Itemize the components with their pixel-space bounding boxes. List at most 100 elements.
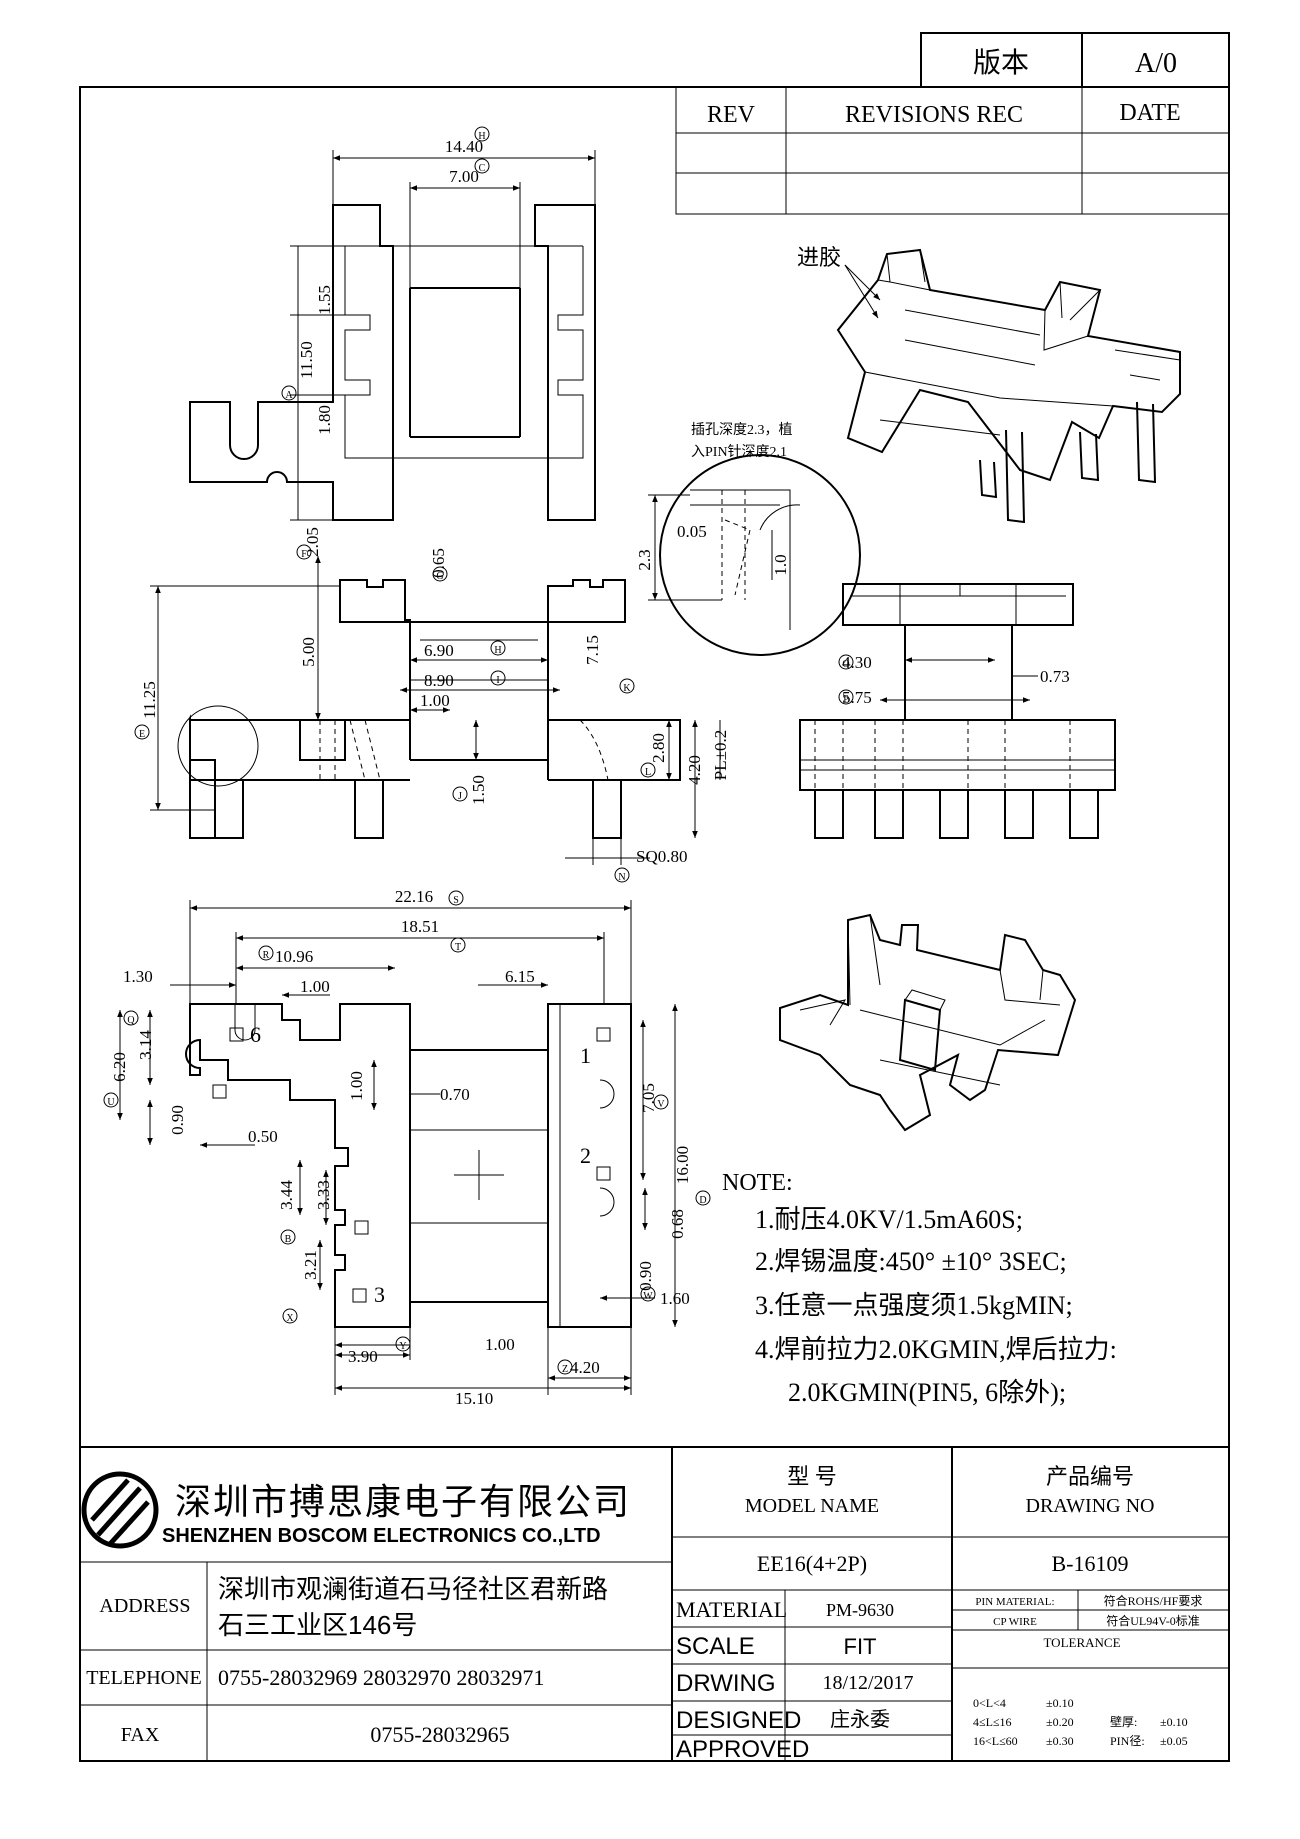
dim-0-70: 0.70 [440, 1085, 470, 1104]
marker-o: O [842, 659, 849, 670]
dim-4-30: 4.30 [842, 653, 872, 672]
marker-l: L [645, 767, 651, 778]
marker-y: Y [399, 1341, 406, 1352]
marker-z: Z [562, 1364, 568, 1375]
note-1: 1.耐压4.0KV/1.5mA60S; [755, 1205, 1023, 1234]
marker-s: S [453, 895, 459, 906]
material-label: MATERIAL [676, 1597, 787, 1622]
drwing-label: DRWING [676, 1670, 776, 1697]
tol-value-2: ±0.20 [1046, 1715, 1074, 1729]
rev-header: REV [707, 102, 756, 128]
isometric-view-bottom [779, 913, 1077, 1132]
pin-material-value: 符合ROHS/HF要求 [1104, 1593, 1203, 1608]
pin-material-label: PIN MATERIAL: [975, 1596, 1054, 1608]
notes: NOTE: 1.耐压4.0KV/1.5mA60S; 2.焊锡温度:450° ±1… [722, 1170, 1117, 1407]
drawing-no-value: B-16109 [1052, 1551, 1129, 1576]
pin-1-label: 1 [580, 1043, 591, 1068]
dim-0-68: 0.68 [668, 1209, 687, 1239]
marker-b: B [285, 1234, 292, 1245]
pin-dia-label: PIN径: [1110, 1734, 1145, 1748]
marker-u: U [107, 1097, 115, 1108]
dim-4-20-front: 4.20 [685, 755, 704, 785]
approved-label: APPROVED [676, 1736, 809, 1763]
telephone-label: TELEPHONE [86, 1667, 202, 1689]
detail-view: 插孔深度2.3，植 入PIN针深度2.1 2.3 0.05 1.0 [635, 422, 861, 656]
revisions-rec-header: REVISIONS REC [845, 102, 1023, 128]
marker-i: I [496, 675, 499, 686]
dim-4-20-bottom: 4.20 [570, 1358, 600, 1377]
dim-3-33: 3.33 [314, 1180, 333, 1210]
notes-title: NOTE: [722, 1170, 793, 1196]
tol-range-1: 0<L<4 [973, 1696, 1006, 1710]
marker-n: N [618, 872, 625, 883]
top-view: 14.40 H 7.00 C 1.55 11.50 1.80 A [189, 126, 596, 521]
version-value: A/0 [1135, 48, 1177, 79]
wall-label: 壁厚: [1110, 1714, 1137, 1729]
side-view: 4.30 O 0.73 5.75 P [799, 583, 1116, 839]
material-value: PM-9630 [826, 1600, 894, 1620]
dim-6-90: 6.90 [424, 641, 454, 660]
dim-0-90-right: 0.90 [636, 1261, 655, 1291]
dim-3-21: 3.21 [301, 1250, 320, 1280]
model-label-en: MODEL NAME [745, 1495, 879, 1517]
company-name-en: SHENZHEN BOSCOM ELECTRONICS CO.,LTD [162, 1525, 601, 1547]
detail-note-1: 插孔深度2.3，植 [691, 422, 793, 438]
dim-10-96: 10.96 [275, 947, 313, 966]
dim-0-05: 0.05 [677, 522, 707, 541]
dim-7-00: 7.00 [449, 167, 479, 186]
dim-7-05: 7.05 [639, 1083, 658, 1113]
dim-1-00-bottom: 1.00 [485, 1335, 515, 1354]
dim-0-73: 0.73 [1040, 667, 1070, 686]
dim-1-50: 1.50 [469, 775, 488, 805]
dim-sq-0-80: SQ0.80 [636, 847, 687, 866]
tol-value-3: ±0.30 [1046, 1734, 1074, 1748]
tol-value-1: ±0.10 [1046, 1696, 1074, 1710]
version-label: 版本 [973, 47, 1029, 79]
tol-range-3: 16<L≤60 [973, 1734, 1018, 1748]
drawing-no-label-cn: 产品编号 [1046, 1464, 1134, 1489]
marker-f: F [301, 549, 307, 560]
front-view: 11.25 E 5.00 2.05 F 0.65 G 6.90 H 8.90 I… [134, 527, 730, 883]
dim-3-90: 3.90 [348, 1347, 378, 1366]
dim-1-00-top: 1.00 [300, 977, 330, 996]
marker-v: V [657, 1099, 665, 1110]
scale-value: FIT [844, 1634, 877, 1659]
gate-label: 进胶 [797, 245, 841, 270]
dim-11-50: 11.50 [297, 341, 316, 379]
cp-wire-label: CP WIRE [993, 1616, 1037, 1628]
marker-e: E [139, 729, 145, 740]
dim-2-3: 2.3 [635, 549, 654, 570]
dim-6-15: 6.15 [505, 967, 535, 986]
marker-h-front: H [494, 645, 501, 656]
marker-c-top: C [479, 163, 486, 174]
designed-label: DESIGNED [676, 1707, 801, 1734]
tol-range-2: 4≤L≤16 [973, 1715, 1012, 1729]
marker-h-top: H [478, 131, 485, 142]
dim-3-14: 3.14 [136, 1030, 155, 1060]
note-3: 3.任意一点强度须1.5kgMIN; [755, 1291, 1073, 1320]
dim-1-55: 1.55 [315, 285, 334, 315]
designed-value: 庄永委 [830, 1708, 890, 1731]
dim-0-50: 0.50 [248, 1127, 278, 1146]
dim-7-15: 7.15 [583, 635, 602, 665]
dim-1-00-mid: 1.00 [347, 1071, 366, 1101]
dim-1-00-front: 1.00 [420, 691, 450, 710]
dim-5-75: 5.75 [842, 688, 872, 707]
dim-8-90: 8.90 [424, 671, 454, 690]
dim-11-25: 11.25 [140, 681, 159, 719]
address-line-1: 深圳市观澜街道石马径社区君新路 [218, 1574, 608, 1604]
telephone-value: 0755-28032969 28032970 28032971 [218, 1665, 544, 1690]
marker-g: G [436, 571, 443, 582]
drwing-value: 18/12/2017 [822, 1672, 913, 1694]
cp-wire-value: 符合UL94V-0标准 [1106, 1613, 1200, 1628]
note-4: 4.焊前拉力2.0KGMIN,焊后拉力: [755, 1335, 1117, 1364]
marker-j: J [458, 791, 462, 802]
fax-value: 0755-28032965 [370, 1722, 509, 1747]
tolerance-label: TOLERANCE [1043, 1635, 1120, 1650]
marker-w: W [643, 1291, 653, 1302]
title-block: 深圳市搏思康电子有限公司 SHENZHEN BOSCOM ELECTRONICS… [80, 1446, 1229, 1763]
company-logo [81, 1471, 159, 1549]
drawing-no-label-en: DRAWING NO [1026, 1495, 1155, 1517]
wall-value: ±0.10 [1160, 1715, 1188, 1729]
